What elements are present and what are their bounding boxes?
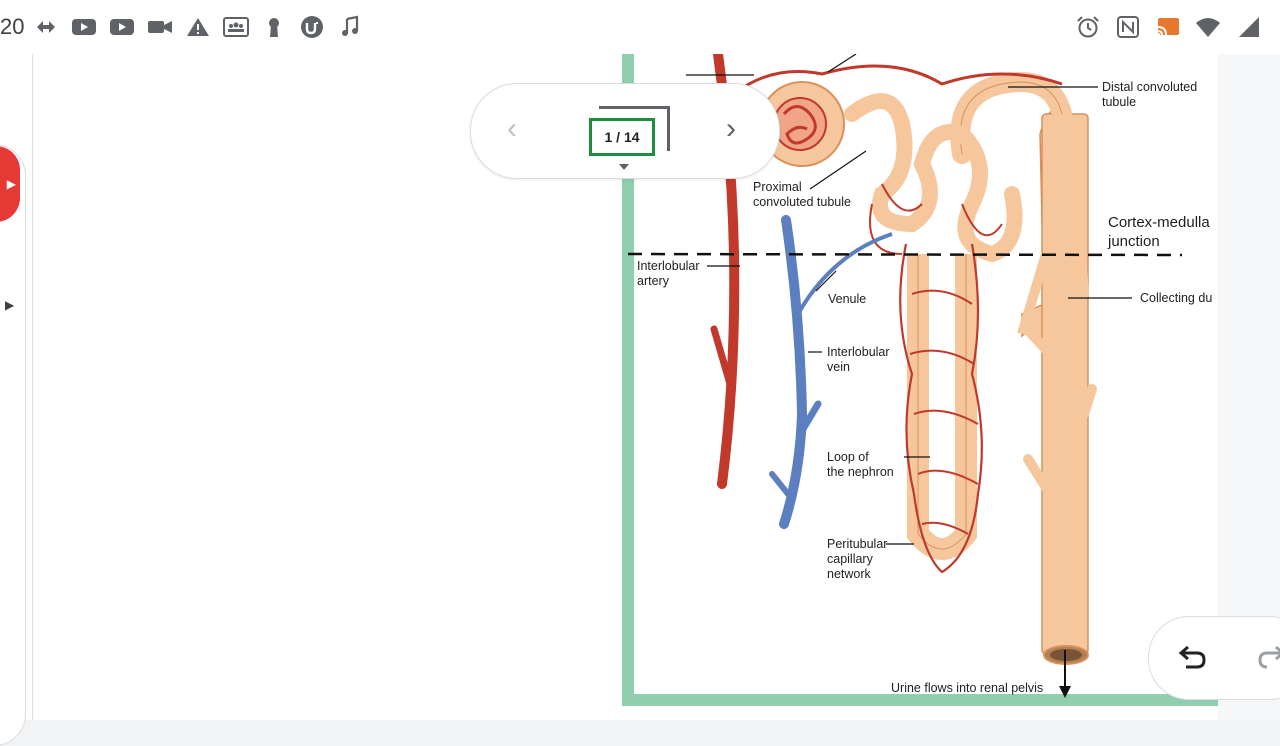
label-distal-tubule: Distal convoluted tubule [1102,80,1198,109]
label-interlobular-artery: Interlobular artery [637,259,700,288]
undo-icon[interactable] [1173,639,1209,675]
classroom-icon [222,14,250,40]
tool-rail [0,144,26,746]
wifi-icon [1194,14,1222,40]
video-camera-icon [146,14,174,40]
nephron-diagram: Distal convoluted tubule Proximal convol… [622,49,1218,706]
nfc-icon [1114,14,1142,40]
next-page-button[interactable]: › [726,112,736,145]
page-navigator: ‹ 1 / 14 › [470,83,780,179]
redo-icon[interactable] [1255,639,1280,675]
undo-redo-bar [1148,616,1280,700]
alarm-icon [1074,14,1102,40]
cast-icon [1154,14,1182,40]
label-proximal-tubule: Proximal convoluted tubule [753,180,851,209]
right-margin [1218,54,1280,720]
label-collecting-duct: Collecting du [1140,291,1213,305]
label-interlobular-vein: Interlobular vein [827,345,890,374]
status-bar: 20 [0,0,1280,54]
nephron-illustration [627,49,1183,698]
keyhole-icon [260,14,288,40]
page-indicator[interactable]: 1 / 14 [589,118,655,156]
system-icons [1074,14,1262,40]
notification-icons [32,14,364,40]
play-icon: ▶ [6,177,16,191]
label-peritubular-network: Peritubular capillary network [827,537,888,581]
page-stack-icon [599,106,670,151]
signal-icon [1234,14,1262,40]
rail-divider [32,54,33,720]
status-time: 20 [0,14,25,39]
label-urine-flow: Urine flows into renal pelvis [891,681,1044,695]
warning-icon [184,14,212,40]
prev-page-button[interactable]: ‹ [507,112,517,145]
label-venule: Venule [828,292,867,306]
label-cortex-medulla-junction: Cortex-medulla junction [1108,214,1210,250]
expand-rail-icon[interactable]: ▶ [5,298,15,312]
label-loop-of-nephron: Loop of the nephron [827,450,894,479]
left-rail: ▶ ▶ [0,54,32,746]
music-note-icon [336,14,364,40]
udemy-icon [298,14,326,40]
sync-arrows-icon [32,14,60,40]
youtube-icon [70,14,98,40]
page-menu-caret-icon[interactable] [619,164,629,170]
youtube-icon [108,14,136,40]
record-button[interactable]: ▶ [0,146,20,222]
